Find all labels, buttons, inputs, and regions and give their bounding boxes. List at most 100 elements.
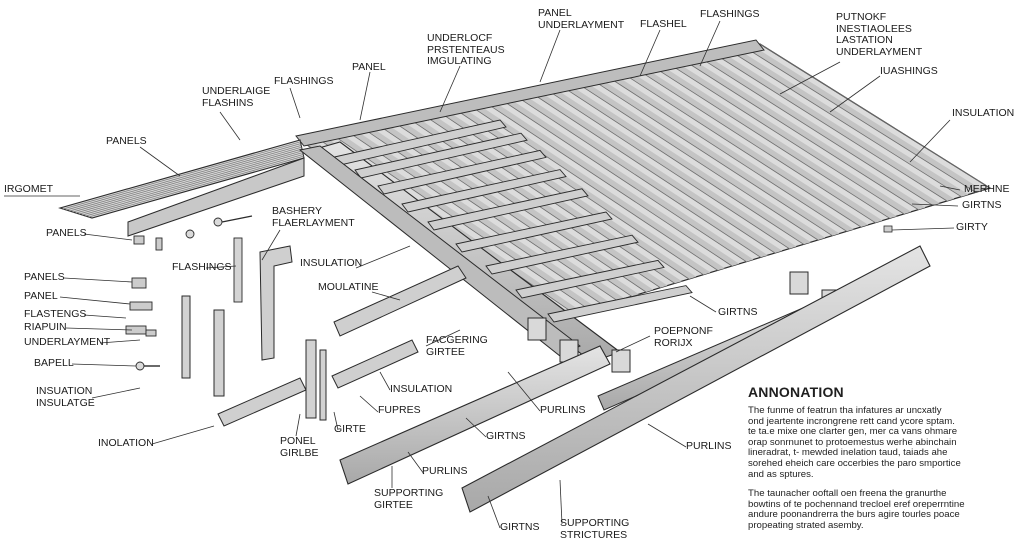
leader-line (647, 423, 687, 448)
label-insulation-mid: INSULATION (300, 257, 363, 269)
panel-rib-line (683, 59, 919, 211)
purlin-member (401, 169, 567, 213)
label-panels-left: PANELS (106, 135, 147, 147)
loose-post (305, 339, 317, 419)
supporting-beam-right (461, 245, 931, 513)
label-insuation-insulatge: INSUATION INSULATGE (36, 385, 95, 409)
label-iuashings: IUASHINGS (880, 65, 938, 77)
panel-rib-shade (729, 48, 969, 197)
panel-rib-shade (468, 103, 725, 271)
panel-rib-shade (698, 55, 940, 206)
label-irgomet: IRGOMET (4, 183, 53, 195)
loose-girt-lower (331, 339, 419, 389)
purlin-member (515, 259, 665, 299)
leader-line (407, 451, 425, 475)
leader-line (615, 335, 651, 353)
roof-frame (181, 119, 931, 513)
leader-line (139, 146, 181, 177)
label-putnokf-block: PUTNOKF INESTIAOLEES LASTATION UNDERLAYM… (836, 11, 923, 58)
label-ponel-girlbe: PONEL GIRLBE (280, 435, 319, 459)
loose-post (213, 309, 225, 397)
leader-line (539, 29, 561, 83)
leader-line (465, 417, 487, 438)
label-girte: GIRTE (334, 423, 366, 435)
leader-line (939, 185, 961, 191)
panel-rib-shade (576, 80, 826, 240)
panel-rib-line (667, 62, 905, 215)
leader-line (289, 87, 301, 119)
label-facgering-girtee: FACGERING GIRTEE (426, 334, 488, 358)
panel-rib-line (514, 94, 761, 258)
leader-line (779, 61, 841, 95)
label-flashings-small: FLASHINGS (172, 261, 232, 273)
leader-line (355, 245, 411, 269)
purlin-member (485, 234, 639, 275)
annotation-paragraph-2: The taunacher ooftall oen freena the gra… (748, 488, 965, 531)
left-panel-rib (75, 148, 303, 214)
panel-rib-line (637, 69, 876, 224)
label-girtns-mid: GIRTNS (718, 306, 758, 318)
panel-rib-line (545, 88, 790, 250)
panel-rib-line (499, 98, 747, 263)
fastener-clip (133, 235, 145, 245)
leader-line (359, 71, 371, 121)
panel-rib-line (652, 66, 890, 219)
panel-rib-line (698, 56, 933, 206)
panel-rib-shade (545, 87, 797, 249)
leader-line (71, 363, 137, 367)
fastener-clip (145, 329, 157, 337)
leader-line (205, 265, 237, 269)
label-inolation: INOLATION (98, 437, 154, 449)
left-panel-rib (69, 145, 302, 212)
panel-rib-shade (499, 96, 754, 262)
purlin-member (547, 285, 693, 323)
leader-line (379, 371, 391, 391)
left-panel-rib (63, 141, 301, 210)
label-girtns-right: GIRTNS (962, 199, 1002, 211)
label-purlins-mid: PURLINS (540, 404, 586, 416)
label-flashings-top: FLASHINGS (700, 8, 760, 20)
label-flashel: FLASHEL (640, 18, 687, 30)
connection-bracket (789, 271, 809, 295)
left-panel-rib (82, 152, 303, 216)
leader-line (219, 111, 241, 141)
left-panel-rib (85, 154, 304, 217)
leader-line (891, 227, 955, 231)
panel-rib-shade (714, 52, 955, 201)
panel-rib-shade (668, 61, 912, 214)
fastener-clip (883, 225, 893, 233)
label-girtns-low: GIRTNS (486, 430, 526, 442)
leader-line (371, 291, 401, 301)
label-purlins-low: PURLINS (422, 465, 468, 477)
loose-parts (125, 215, 893, 371)
loose-channel (217, 377, 307, 427)
label-panel-left: PANEL (24, 290, 58, 302)
label-riapuin: RIAPUIN (24, 321, 67, 333)
label-flastengs: FLASTENGS (24, 308, 87, 320)
label-underloc-prstenteaus: UNDERLOCF PRSTENTEAUS IMGULATING (427, 32, 505, 67)
panel-rib-line (560, 85, 804, 245)
panel-rib-shade (484, 100, 740, 266)
panel-rib-shade (637, 68, 883, 223)
label-underlaige-flashins: UNDERLAIGE FLASHINS (202, 85, 271, 109)
ridge-cap-flashing (295, 39, 765, 147)
label-bapell: BAPELL (34, 357, 74, 369)
loose-girt-upper (333, 265, 467, 337)
secondary-rafter (298, 145, 581, 357)
leader-line (487, 495, 501, 529)
leader-line (83, 314, 127, 319)
washer (185, 229, 195, 239)
panel-rib-shade (514, 93, 768, 258)
label-panel-underlayment: PANEL UNDERLAYMENT (538, 7, 625, 31)
panel-rib-line (713, 53, 948, 202)
hanger-strap (233, 237, 243, 303)
leader-line (425, 329, 461, 347)
washer (213, 217, 223, 227)
leader-line (909, 119, 951, 163)
label-merhne: MERHNE (964, 183, 1010, 195)
panel-rib-line (759, 43, 991, 189)
connection-bracket (611, 349, 631, 373)
leader-line (559, 479, 563, 525)
panel-rib-shade (683, 58, 926, 210)
leader-line (689, 295, 717, 313)
